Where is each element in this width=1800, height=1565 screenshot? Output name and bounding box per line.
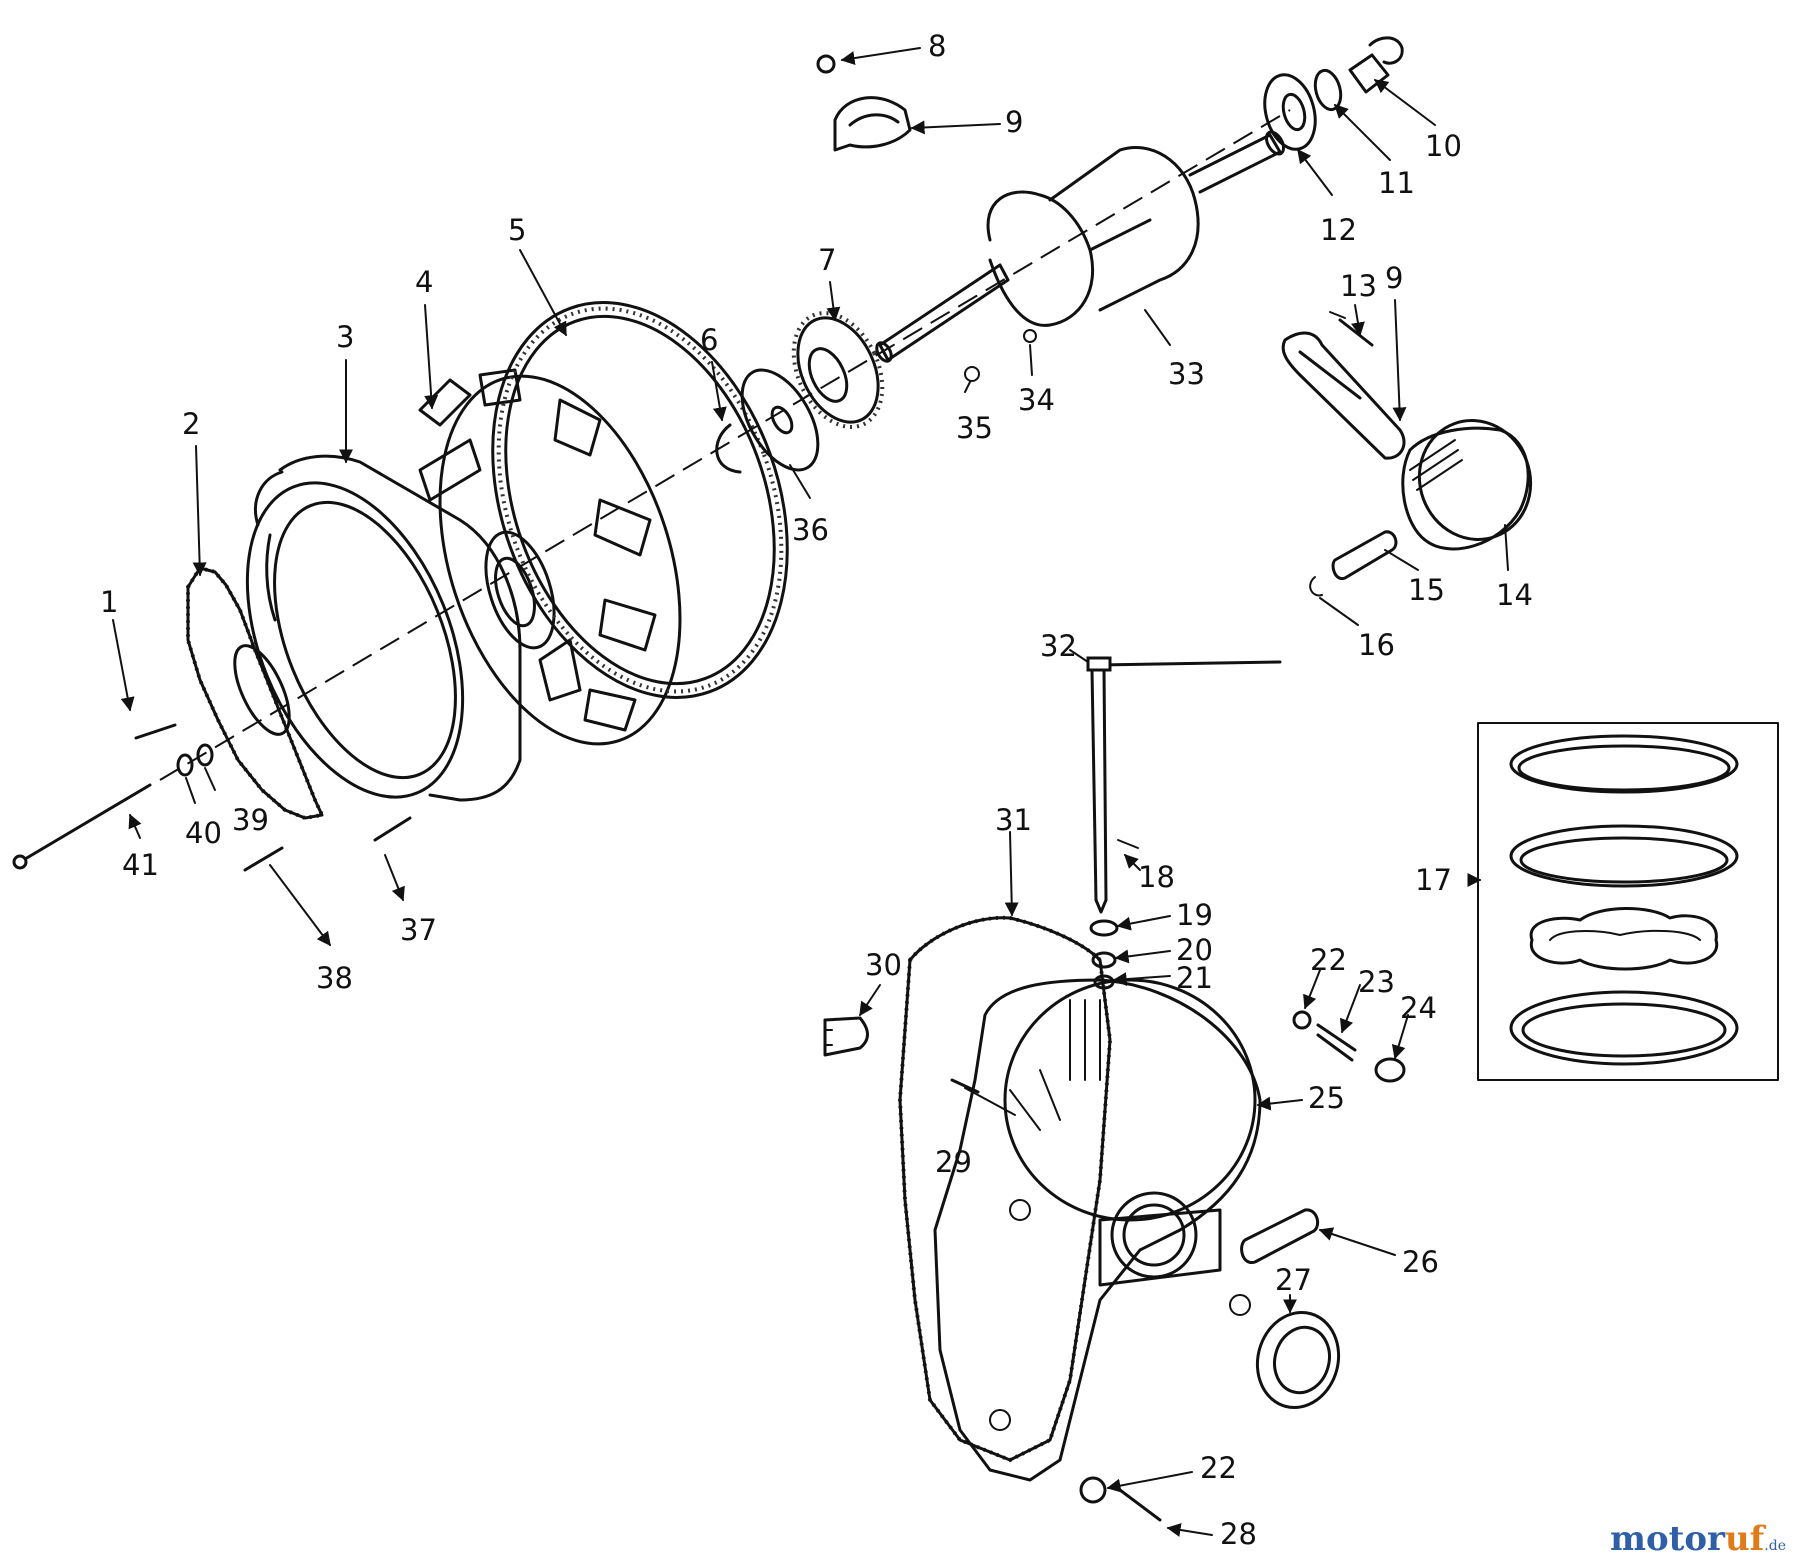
callout-7: 7 — [818, 243, 836, 277]
callout-23: 23 — [1358, 965, 1395, 999]
callout-25: 25 — [1308, 1081, 1345, 1115]
crankcase-cover-part-25 — [933, 978, 1262, 1482]
callout-33: 33 — [1168, 357, 1205, 391]
nut-part-8 — [816, 54, 836, 74]
callout-32: 32 — [1040, 629, 1077, 663]
seal-part-22-bottom — [1079, 1476, 1107, 1504]
flywheel-part-4 — [418, 368, 682, 746]
callout-12: 12 — [1320, 213, 1357, 247]
callout-14: 14 — [1496, 578, 1533, 612]
callout-30: 30 — [865, 948, 902, 982]
screw-part-38 — [243, 846, 284, 872]
seal-part-22-top — [1292, 1010, 1312, 1030]
callout-35: 35 — [956, 411, 993, 445]
callout-28: 28 — [1220, 1517, 1257, 1551]
bracket-part-30 — [823, 1016, 869, 1057]
connecting-rod-part-9b — [1281, 331, 1406, 460]
gasket-part-31 — [897, 915, 1113, 1463]
callout-21: 21 — [1176, 961, 1213, 995]
spring-part-23 — [1316, 1023, 1357, 1062]
callout-29: 29 — [935, 1145, 972, 1179]
callout-31: 31 — [995, 803, 1032, 837]
callout-40: 40 — [185, 816, 222, 850]
callout-19: 19 — [1176, 898, 1213, 932]
callout-15: 15 — [1408, 573, 1445, 607]
seal-part-19 — [1089, 919, 1119, 937]
callout-38: 38 — [316, 961, 353, 995]
callout-13: 13 — [1340, 269, 1377, 303]
rod-cap-part-9 — [833, 96, 912, 152]
pin-part-35 — [964, 366, 980, 382]
callout-10: 10 — [1425, 129, 1462, 163]
callout-9: 9 — [1005, 105, 1023, 139]
callout-2: 2 — [182, 407, 200, 441]
callout-22b: 22 — [1200, 1451, 1237, 1485]
blower-housing-part-3 — [245, 454, 522, 802]
crank-gear-part-7 — [791, 311, 885, 429]
watermark-logo: motoruf.de — [1610, 1519, 1786, 1559]
callout-24: 24 — [1400, 991, 1437, 1025]
callout-20: 20 — [1176, 933, 1213, 967]
washer-part-39 — [196, 743, 214, 767]
callout-9b: 9 — [1385, 261, 1403, 295]
bolt-part-10 — [1348, 36, 1404, 94]
washer-part-40 — [176, 753, 194, 777]
bolt-part-1 — [134, 723, 177, 740]
ring-gear-part-5 — [491, 301, 789, 699]
callout-5: 5 — [508, 213, 526, 247]
bolt-part-28 — [1118, 1488, 1162, 1522]
callout-34: 34 — [1018, 383, 1055, 417]
callout-22: 22 — [1310, 943, 1347, 977]
callout-11: 11 — [1378, 166, 1415, 200]
retaining-ring-part-6 — [715, 423, 742, 474]
callout-labels: 1 2 3 4 5 6 7 8 9 10 11 12 13 14 15 16 1… — [100, 29, 1533, 1551]
screw-part-37 — [373, 816, 412, 842]
callout-3: 3 — [336, 320, 354, 354]
callout-26: 26 — [1402, 1245, 1439, 1279]
callout-41: 41 — [122, 848, 159, 882]
watermark-tld: .de — [1764, 1538, 1786, 1554]
wrist-pin-part-15 — [1331, 530, 1398, 581]
callout-4: 4 — [415, 265, 433, 299]
callout-17: 17 — [1415, 863, 1452, 897]
callout-37: 37 — [400, 913, 437, 947]
leader-lines — [112, 47, 1509, 1537]
bearing-part-12 — [1263, 73, 1317, 151]
washer-part-11 — [1313, 68, 1343, 112]
callout-36: 36 — [792, 513, 829, 547]
cap-part-24 — [1374, 1057, 1406, 1083]
center-axis-line — [159, 109, 1291, 781]
sleeve-part-26 — [1240, 1208, 1320, 1264]
retainer-part-16 — [1309, 576, 1323, 597]
pin-part-34 — [1023, 329, 1037, 343]
callout-18: 18 — [1138, 860, 1175, 894]
piston-part-14 — [1401, 419, 1533, 551]
callout-27: 27 — [1275, 1263, 1312, 1297]
callout-16: 16 — [1358, 628, 1395, 662]
screw-part-18 — [1117, 839, 1139, 849]
bolt-part-13 — [1329, 311, 1374, 347]
callout-6: 6 — [700, 323, 718, 357]
piston-ring-set-part-17 — [1477, 722, 1779, 1081]
callout-1: 1 — [100, 585, 118, 619]
watermark-brand-part2: uf — [1724, 1519, 1765, 1559]
callout-8: 8 — [928, 29, 946, 63]
dipstick-part-32 — [1086, 656, 1282, 914]
watermark-brand-part1: motor — [1609, 1519, 1725, 1559]
callout-39: 39 — [232, 803, 269, 837]
crankshaft-part-33 — [875, 130, 1286, 363]
washer-part-36 — [740, 368, 820, 472]
screw-part-41 — [12, 783, 152, 870]
starter-pulley-part-2 — [186, 565, 325, 821]
oil-seal-part-27 — [1255, 1310, 1341, 1410]
